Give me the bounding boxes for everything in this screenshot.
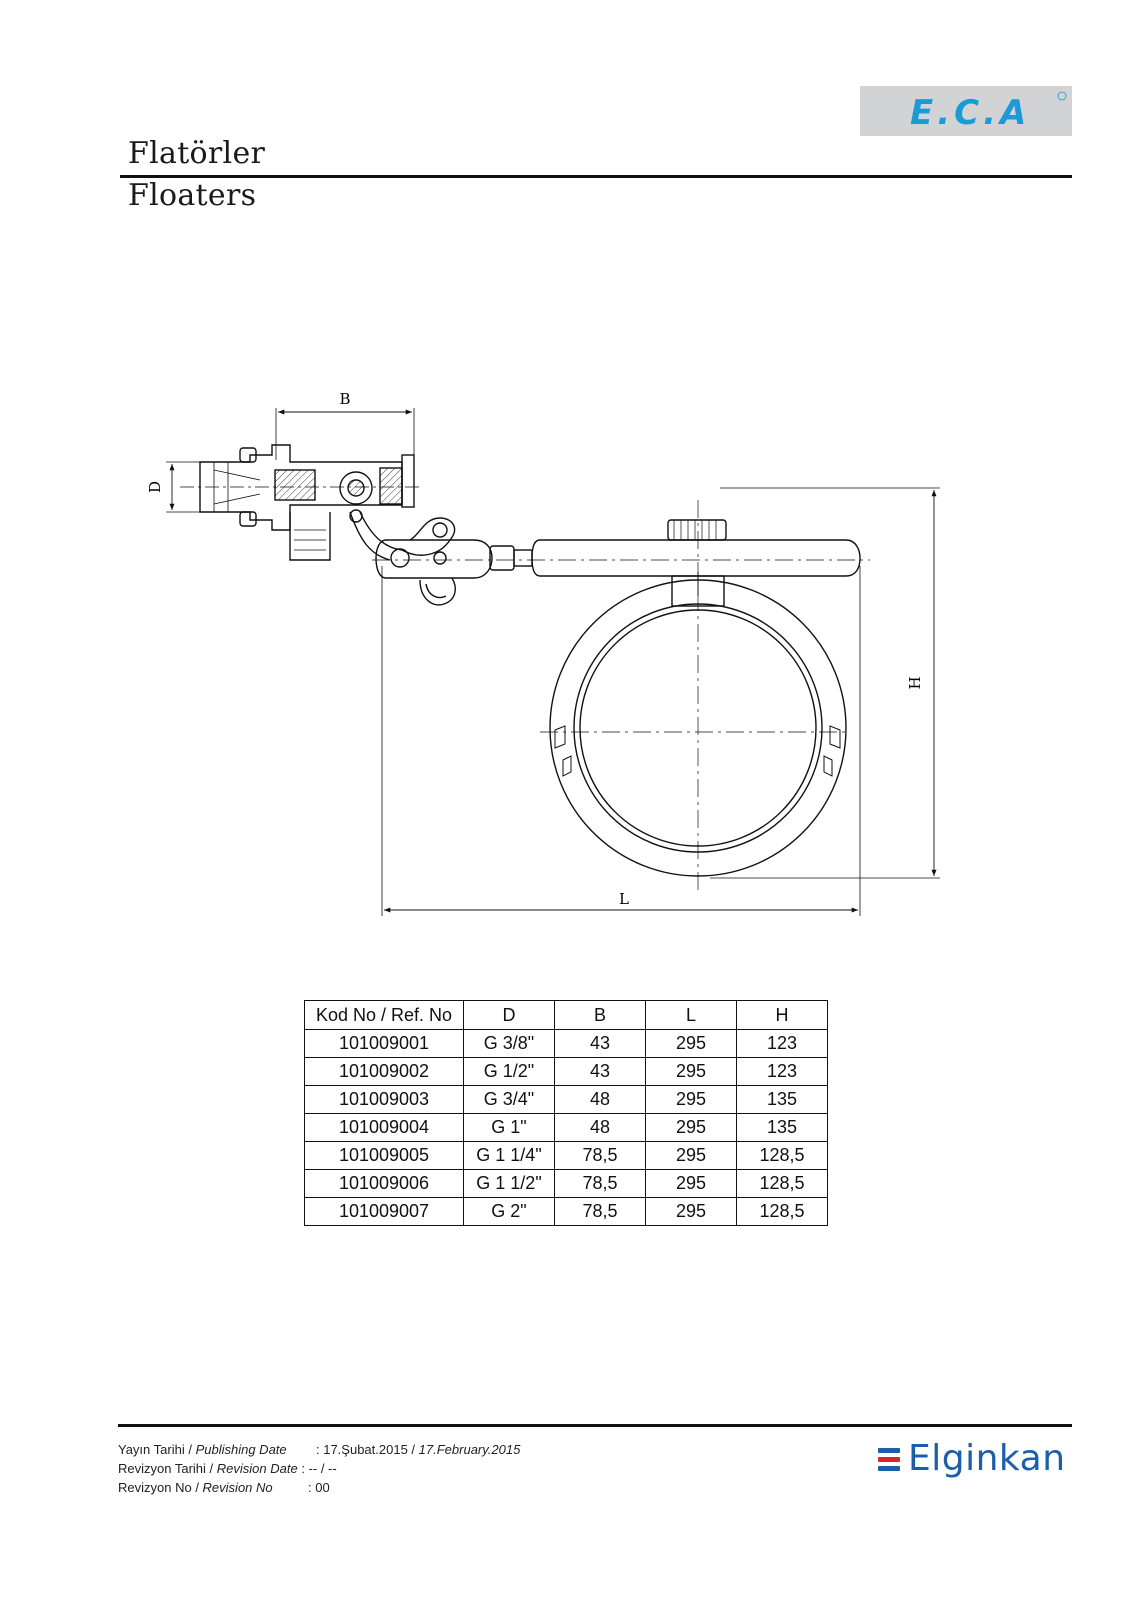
- column-header-b: B: [554, 1000, 646, 1030]
- cell-d: G 1 1/2": [463, 1169, 555, 1198]
- cell-b: 48: [554, 1085, 646, 1114]
- svg-text:E.C.A: E.C.A: [910, 93, 1030, 133]
- revision-no-row: Revizyon No / Revision No: 00: [118, 1480, 330, 1495]
- revision-date-row: Revizyon Tarihi / Revision Date : -- / -…: [118, 1461, 337, 1476]
- cell-code: 101009001: [304, 1029, 464, 1058]
- revision-no-label-en: Revision No: [202, 1480, 273, 1495]
- cell-code: 101009006: [304, 1169, 464, 1198]
- elginkan-wordmark: Elginkan: [908, 1438, 1066, 1479]
- cell-l: 295: [645, 1141, 737, 1170]
- revision-date-label-tr: Revizyon Tarihi: [118, 1461, 206, 1476]
- table-row: 101009004 G 1" 48 295 135: [304, 1113, 828, 1142]
- cell-h: 123: [736, 1057, 828, 1086]
- cell-l: 295: [645, 1113, 737, 1142]
- cell-h: 135: [736, 1113, 828, 1142]
- cell-d: G 1": [463, 1113, 555, 1142]
- revision-date-label-en: Revision Date: [216, 1461, 298, 1476]
- cell-d: G 1 1/4": [463, 1141, 555, 1170]
- table-row: 101009005 G 1 1/4" 78,5 295 128,5: [304, 1141, 828, 1170]
- cell-b: 78,5: [554, 1169, 646, 1198]
- cell-d: G 2": [463, 1197, 555, 1226]
- cell-l: 295: [645, 1057, 737, 1086]
- dimension-table: Kod No / Ref. No D B L H 101009001 G 3/8…: [304, 1000, 828, 1226]
- revision-date-value: : -- / --: [301, 1461, 337, 1476]
- publishing-label-tr: Yayın Tarihi: [118, 1442, 185, 1457]
- publishing-date-row: Yayın Tarihi / Publishing Date: 17.Şubat…: [118, 1442, 521, 1457]
- cell-b: 78,5: [554, 1141, 646, 1170]
- table-row: 101009002 G 1/2" 43 295 123: [304, 1057, 828, 1086]
- eca-logo: E.C.A: [860, 86, 1072, 136]
- column-header-l: L: [645, 1000, 737, 1030]
- column-header-h: H: [736, 1000, 828, 1030]
- cell-d: G 3/4": [463, 1085, 555, 1114]
- dim-h-label: H: [906, 676, 924, 689]
- cell-h: 135: [736, 1085, 828, 1114]
- cell-l: 295: [645, 1085, 737, 1114]
- cell-b: 78,5: [554, 1197, 646, 1226]
- cell-l: 295: [645, 1169, 737, 1198]
- revision-no-value: : 00: [308, 1480, 330, 1495]
- floater-technical-drawing: B D L H: [146, 390, 940, 916]
- cell-code: 101009002: [304, 1057, 464, 1086]
- table-header-row: Kod No / Ref. No D B L H: [304, 1000, 828, 1030]
- elginkan-mark-icon: [878, 1448, 900, 1478]
- publishing-value-tr: : 17.Şubat.2015 /: [316, 1442, 416, 1457]
- column-header-code: Kod No / Ref. No: [304, 1000, 464, 1030]
- eca-logo-mark: E.C.A: [910, 91, 1067, 133]
- cell-h: 123: [736, 1029, 828, 1058]
- dim-d-label: D: [146, 481, 164, 493]
- cell-b: 43: [554, 1029, 646, 1058]
- cell-code: 101009003: [304, 1085, 464, 1114]
- revision-no-label-tr: Revizyon No: [118, 1480, 192, 1495]
- cell-h: 128,5: [736, 1197, 828, 1226]
- cell-code: 101009005: [304, 1141, 464, 1170]
- cell-b: 43: [554, 1057, 646, 1086]
- dim-b-label: B: [339, 390, 350, 408]
- cell-l: 295: [645, 1029, 737, 1058]
- cell-d: G 1/2": [463, 1057, 555, 1086]
- cell-h: 128,5: [736, 1141, 828, 1170]
- cell-d: G 3/8": [463, 1029, 555, 1058]
- document-info: Yayın Tarihi / Publishing Date: 17.Şubat…: [118, 1440, 520, 1497]
- cell-code: 101009007: [304, 1197, 464, 1226]
- table-row: 101009003 G 3/4" 48 295 135: [304, 1085, 828, 1114]
- publishing-value-en: 17.February.2015: [418, 1442, 521, 1457]
- footer-divider: [118, 1424, 1072, 1427]
- table-row: 101009006 G 1 1/2" 78,5 295 128,5: [304, 1169, 828, 1198]
- cell-l: 295: [645, 1197, 737, 1226]
- page-title-turkish: Flatörler: [128, 136, 266, 171]
- cell-h: 128,5: [736, 1169, 828, 1198]
- dim-l-label: L: [619, 890, 629, 908]
- column-header-d: D: [463, 1000, 555, 1030]
- publishing-label-en: Publishing Date: [195, 1442, 287, 1457]
- table-row: 101009001 G 3/8" 43 295 123: [304, 1029, 828, 1058]
- table-row: 101009007 G 2" 78,5 295 128,5: [304, 1197, 828, 1226]
- title-divider: [120, 175, 1072, 178]
- cell-code: 101009004: [304, 1113, 464, 1142]
- cell-b: 48: [554, 1113, 646, 1142]
- page-title-english: Floaters: [128, 178, 257, 213]
